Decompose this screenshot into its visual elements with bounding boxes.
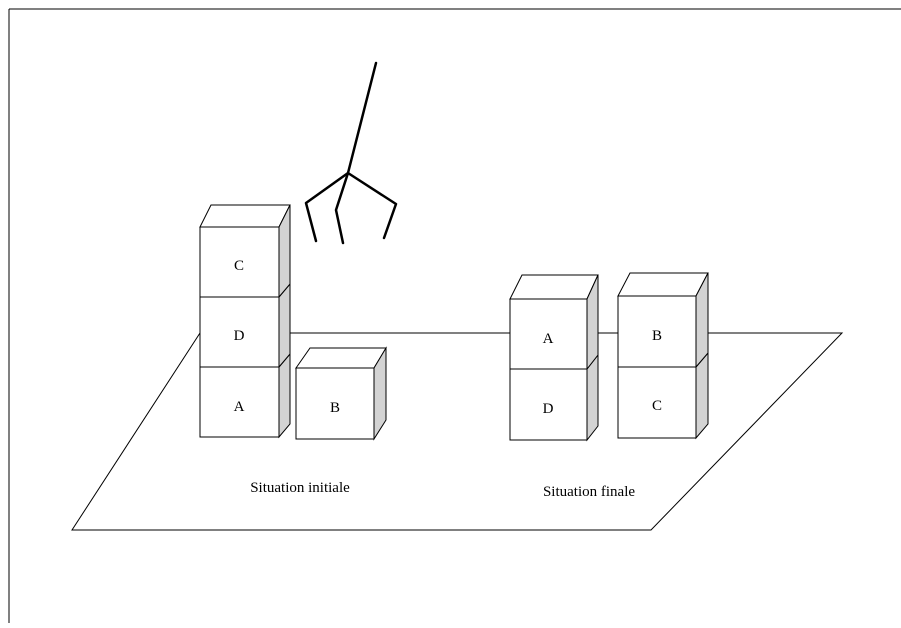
block-b-final-label: B <box>652 328 662 344</box>
block-d-final: D <box>509 353 599 442</box>
final-stack-right: C B <box>617 272 709 440</box>
caption-initial: Situation initiale <box>250 480 350 496</box>
initial-stack: A D C <box>199 204 291 439</box>
block-a-label: A <box>234 399 245 415</box>
final-stack-left: D A <box>509 274 599 442</box>
block-b-label: B <box>330 400 340 416</box>
block-b-initial: B <box>295 346 387 441</box>
block-a-final-label: A <box>543 331 554 347</box>
block-c-label: C <box>234 258 244 274</box>
block-c-initial: C <box>199 204 291 299</box>
block-d-final-label: D <box>543 401 554 417</box>
block-a-initial: A <box>199 352 291 439</box>
block-a-final: A <box>509 274 599 371</box>
block-b-final: B <box>617 272 709 369</box>
block-c-final-label: C <box>652 398 662 414</box>
block-d-label: D <box>234 328 245 344</box>
caption-final: Situation finale <box>543 484 635 500</box>
table-surface <box>71 332 844 531</box>
block-c-final: C <box>617 351 709 440</box>
robot-gripper-icon <box>304 61 398 245</box>
